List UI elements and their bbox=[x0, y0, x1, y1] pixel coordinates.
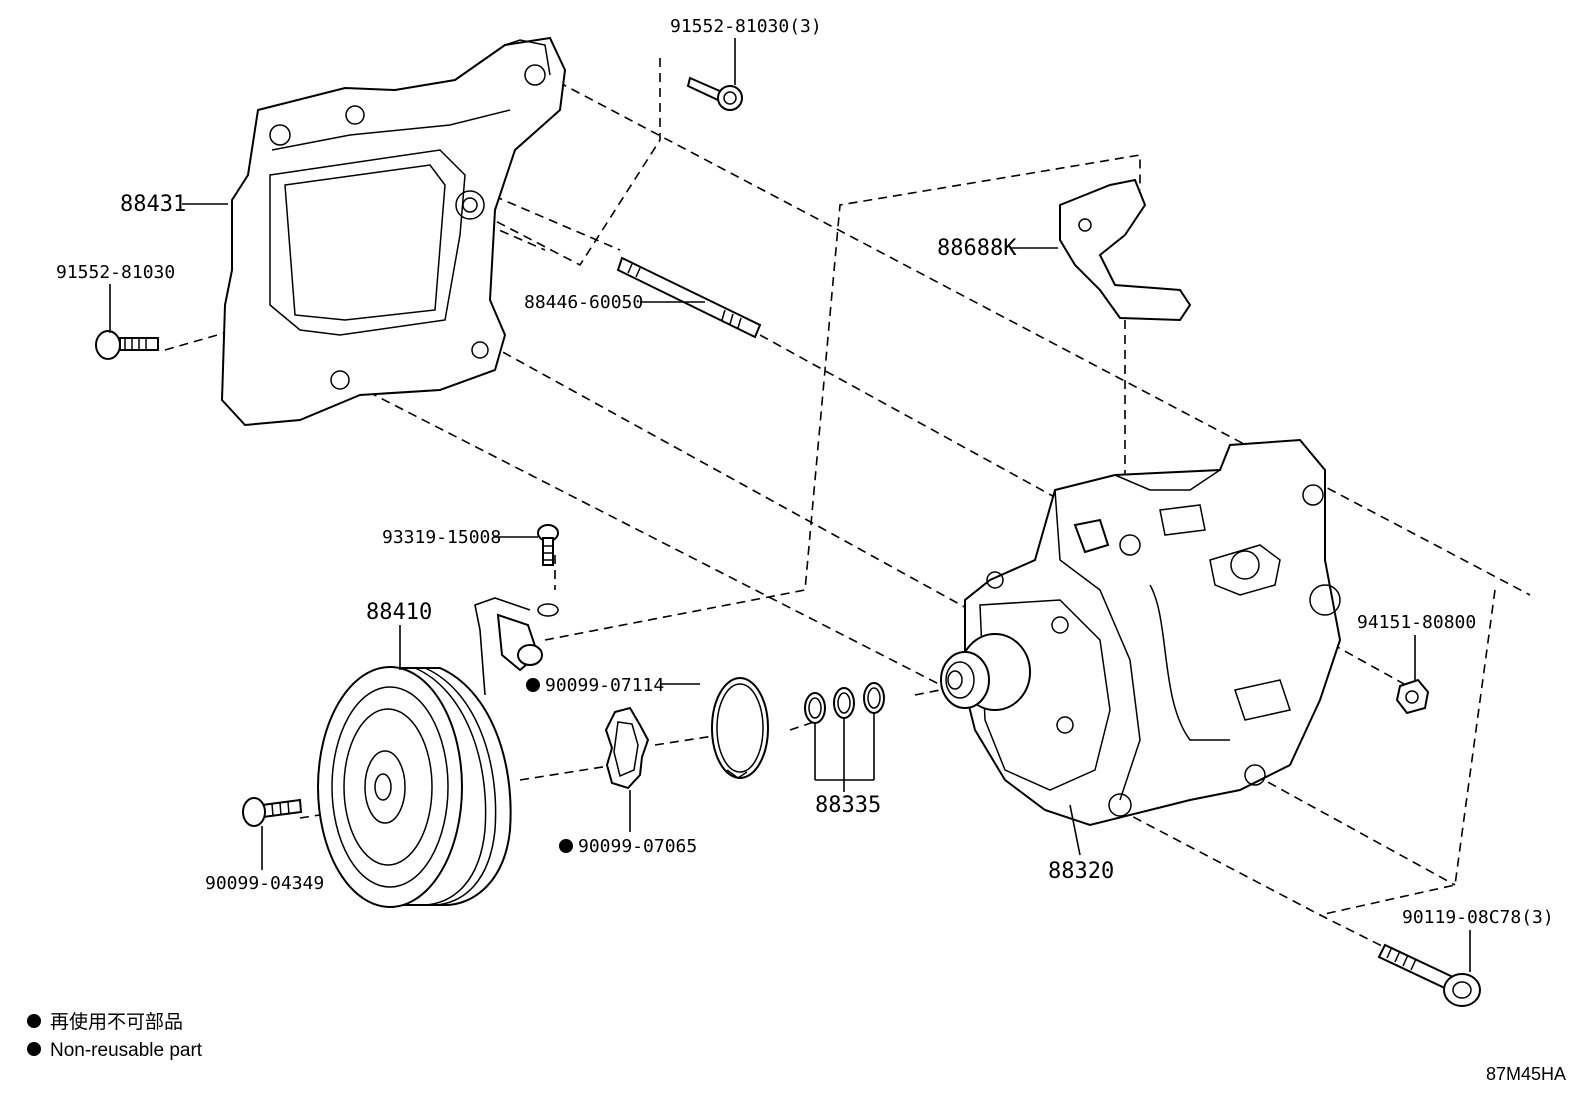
label-90099-07065: 90099-07065 bbox=[578, 836, 697, 857]
label-91552-81030: 91552-81030 bbox=[56, 262, 175, 283]
snap-ring-90099-07114 bbox=[711, 677, 769, 779]
label-88320: 88320 bbox=[1048, 859, 1114, 884]
bolt-90119-08C78-3 bbox=[1377, 943, 1481, 1007]
legend-bullet-1 bbox=[27, 1014, 41, 1028]
label-88446-60050: 88446-60050 bbox=[524, 292, 643, 313]
bracket-88688K bbox=[1059, 178, 1192, 322]
bolt-91552-81030 bbox=[95, 330, 159, 360]
diagram-code: 87M45HA bbox=[1486, 1064, 1566, 1084]
label-94151-80800: 94151-80800 bbox=[1357, 612, 1476, 633]
screw-93319-15008 bbox=[537, 524, 559, 566]
clutch-pulley-88410 bbox=[317, 597, 559, 908]
part-labels: 88431 91552-81030(3) 91552-81030 88688K … bbox=[56, 16, 1554, 928]
leader-lines bbox=[109, 38, 1471, 972]
label-88410: 88410 bbox=[366, 600, 432, 625]
legend-bullet-2 bbox=[27, 1042, 41, 1056]
bolt-90099-04349 bbox=[242, 797, 303, 827]
legend-japanese: 再使用不可部品 bbox=[50, 1011, 183, 1033]
nut-94151-80800 bbox=[1395, 678, 1430, 715]
legend: 再使用不可部品 Non-reusable part bbox=[27, 1011, 203, 1061]
label-88688K: 88688K bbox=[937, 236, 1017, 261]
bracket-88431 bbox=[220, 36, 567, 427]
label-90119-08C78-3: 90119-08C78(3) bbox=[1402, 907, 1554, 928]
label-88335: 88335 bbox=[815, 793, 881, 818]
non-reusable-bullet-90099-07114 bbox=[526, 678, 540, 692]
legend-english: Non-reusable part bbox=[50, 1040, 203, 1061]
label-91552-81030-3: 91552-81030(3) bbox=[670, 16, 822, 37]
label-90099-07114: 90099-07114 bbox=[545, 675, 664, 696]
label-93319-15008: 93319-15008 bbox=[382, 527, 501, 548]
label-88431: 88431 bbox=[120, 192, 186, 217]
non-reusable-bullet-90099-07065 bbox=[559, 839, 573, 853]
stud-88446-60050 bbox=[616, 256, 762, 339]
label-90099-04349: 90099-04349 bbox=[205, 873, 324, 894]
shim-90099-07065 bbox=[604, 706, 650, 790]
shims-88335 bbox=[804, 682, 885, 724]
compressor-88320 bbox=[940, 438, 1342, 827]
bolt-91552-81030-3 bbox=[686, 76, 743, 111]
